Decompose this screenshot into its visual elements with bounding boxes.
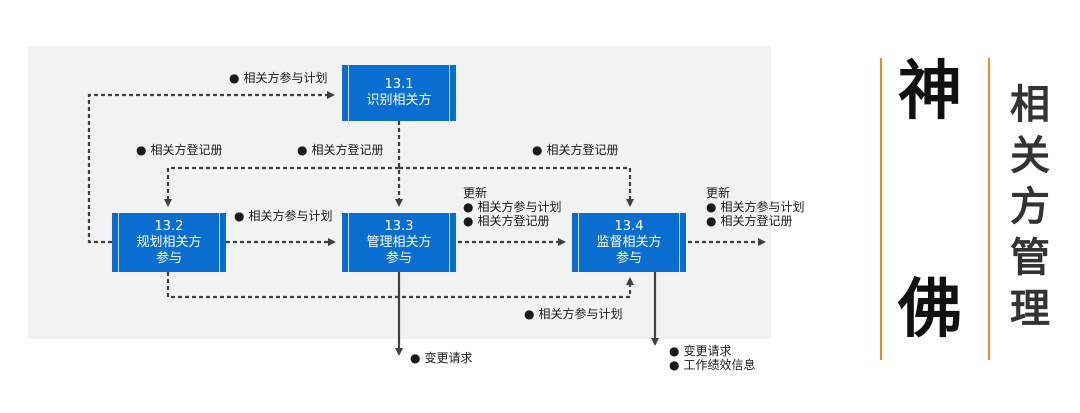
update-item: 相关方登记册 [477, 214, 550, 228]
label-text: 相关方参与计划 [538, 307, 623, 321]
label-register-middle: ●相关方登记册 [297, 143, 384, 157]
label-text: 相关方参与计划 [243, 71, 328, 85]
vertical-char: 关 [1010, 133, 1050, 179]
label-register-right: ●相关方登记册 [532, 143, 619, 157]
label-text: 相关方参与计划 [248, 209, 333, 223]
output-item: 变更请求 [683, 344, 732, 358]
bullet-icon: ● [532, 143, 543, 157]
update-item: 相关方参与计划 [477, 200, 562, 214]
arrow-register-to-monitor [399, 166, 634, 207]
process-box-13-3: 13.3 管理相关方 参与 [342, 213, 456, 272]
process-id: 13.2 [154, 218, 184, 234]
bullet-icon: ● [297, 143, 308, 157]
label-plan-bottom: ●相关方参与计划 [524, 307, 623, 321]
label-text: 相关方登记册 [546, 143, 619, 157]
vertical-char: 管 [1010, 235, 1050, 281]
bullet-icon: ● [463, 200, 474, 214]
bullet-icon: ● [410, 351, 421, 365]
bullet-icon: ● [706, 200, 717, 214]
update-title: 更新 [463, 186, 488, 200]
update-item: 相关方登记册 [720, 214, 793, 228]
vertical-char: 相 [1010, 82, 1050, 128]
process-box-13-2: 13.2 规划相关方 参与 [112, 213, 226, 272]
label-text: 变更请求 [424, 351, 473, 365]
brand-char-fo: 佛 [898, 273, 962, 347]
update-title: 更新 [706, 186, 731, 200]
process-name: 识别相关方 [366, 93, 432, 108]
arrow-register-to-plan [164, 166, 399, 207]
bullet-icon: ● [234, 209, 245, 223]
process-id: 13.3 [384, 218, 414, 234]
vertical-char: 方 [1010, 184, 1050, 230]
label-update-4: 更新 ●相关方参与计划 ●相关方登记册 [706, 186, 805, 228]
update-item: 相关方参与计划 [720, 200, 805, 214]
bullet-icon: ● [669, 358, 680, 372]
label-output-4: ●变更请求 ●工作绩效信息 [669, 344, 756, 372]
output-item: 工作绩效信息 [683, 358, 756, 372]
brand-char-shen: 神 [898, 55, 962, 129]
process-name-line2: 参与 [385, 250, 412, 266]
label-plan-2-to-3: ●相关方参与计划 [234, 209, 333, 223]
process-box-13-1: 13.1 识别相关方 [342, 65, 456, 121]
label-output-3: ●变更请求 [410, 351, 473, 365]
bullet-icon: ● [706, 214, 717, 228]
process-name-line1: 监督相关方 [596, 234, 662, 250]
label-text: 相关方登记册 [150, 143, 223, 157]
label-update-3: 更新 ●相关方参与计划 ●相关方登记册 [463, 186, 562, 228]
bullet-icon: ● [136, 143, 147, 157]
bullet-icon: ● [669, 344, 680, 358]
label-plan-to-identify: ●相关方参与计划 [229, 71, 328, 85]
vertical-char: 理 [1010, 286, 1050, 332]
label-register-left: ●相关方登记册 [136, 143, 223, 157]
process-id: 13.1 [384, 77, 414, 92]
bullet-icon: ● [229, 71, 240, 85]
process-id: 13.4 [614, 218, 644, 234]
process-name-line1: 规划相关方 [136, 234, 202, 250]
bullet-icon: ● [524, 307, 535, 321]
process-name-line2: 参与 [615, 250, 642, 266]
bullet-icon: ● [463, 214, 474, 228]
process-name-line2: 参与 [155, 250, 182, 266]
label-text: 相关方登记册 [311, 143, 384, 157]
process-name-line1: 管理相关方 [366, 234, 432, 250]
process-box-13-4: 13.4 监督相关方 参与 [572, 213, 686, 272]
